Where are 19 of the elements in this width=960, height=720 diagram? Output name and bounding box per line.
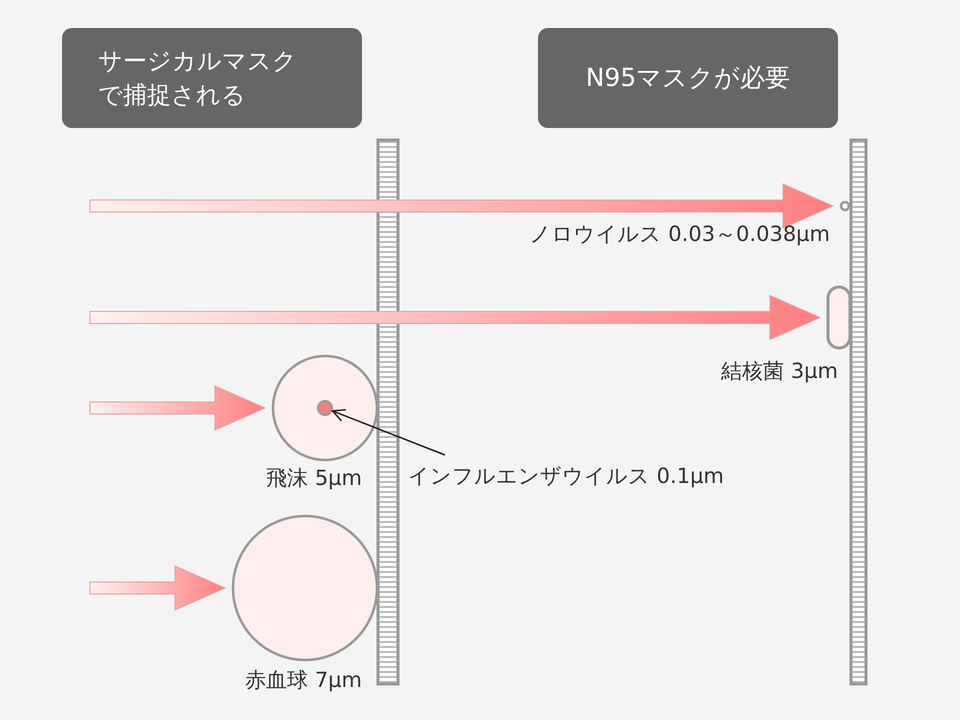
header-box: サージカルマスクで捕捉される bbox=[62, 28, 362, 128]
size-label: 飛沫 5μm bbox=[266, 465, 362, 492]
virus-particle bbox=[839, 200, 851, 212]
size-label: ノロウイルス 0.03～0.038μm bbox=[530, 221, 830, 248]
mask-filter bbox=[376, 138, 400, 686]
size-label: 赤血球 7μm bbox=[245, 667, 362, 694]
block-arrow bbox=[90, 385, 266, 431]
callout-label: インフルエンザウイルス 0.1μm bbox=[408, 462, 724, 490]
blood-cell bbox=[231, 514, 379, 662]
header-box: N95マスクが必要 bbox=[538, 28, 838, 128]
block-arrow bbox=[90, 183, 834, 229]
virus-particle bbox=[316, 399, 334, 417]
size-label: 結核菌 3μm bbox=[721, 358, 838, 385]
mask-filter bbox=[849, 138, 868, 686]
block-arrow bbox=[90, 565, 226, 611]
bacterium-capsule bbox=[826, 285, 852, 350]
droplet-circle bbox=[271, 354, 379, 462]
block-arrow bbox=[90, 294, 822, 340]
leader-line bbox=[332, 408, 446, 456]
